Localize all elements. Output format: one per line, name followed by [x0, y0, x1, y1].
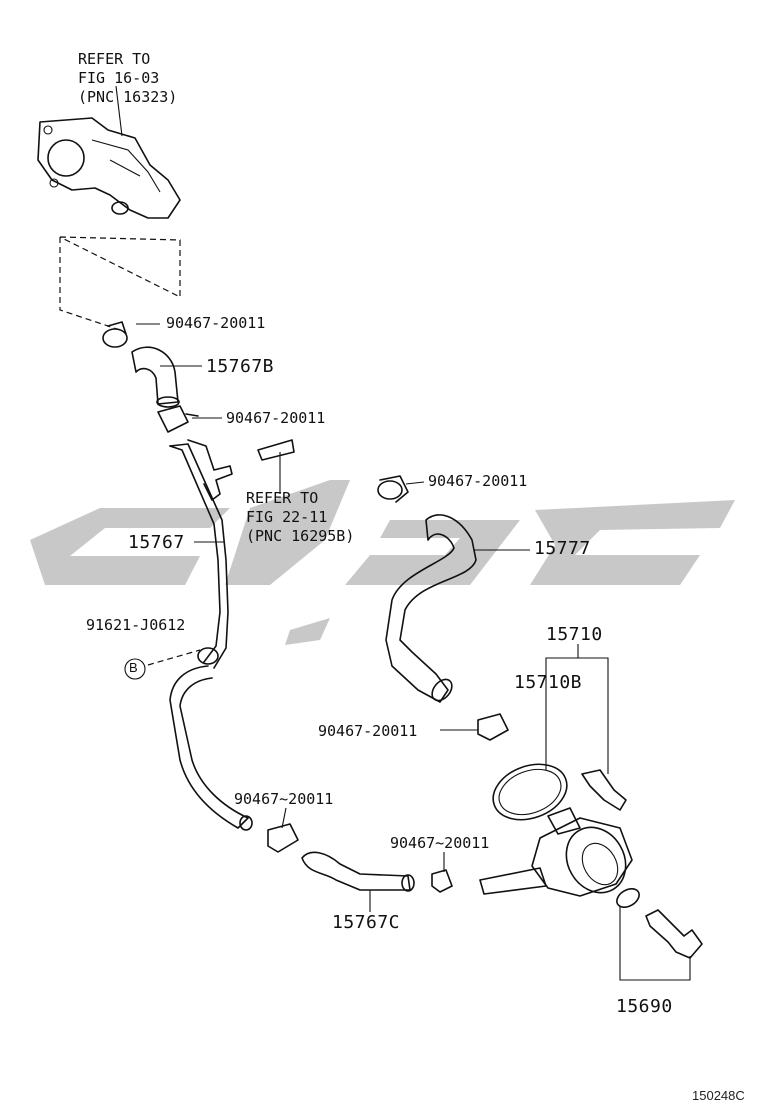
clamp-part [477, 713, 509, 741]
reference-note-2-line-1: REFER TO [246, 489, 319, 507]
part-number-15767: 15767 [128, 532, 185, 553]
part-number-15767c: 15767C [332, 912, 401, 933]
reference-note-1-line-1: REFER TO [78, 50, 151, 68]
reference-note-2-line-2: FIG 22-11 [246, 508, 328, 526]
part-number-clamp-4: 90467-20011 [318, 722, 418, 740]
thermostat-housing-part [37, 117, 181, 219]
union-bolt-part [616, 888, 703, 959]
hose-ref-part [257, 439, 295, 461]
hose-15767c-part [301, 851, 415, 892]
pipe-15767-part [169, 439, 253, 831]
part-number-91621: 91621-J0612 [86, 616, 186, 634]
part-number-clamp-6: 90467~20011 [390, 834, 490, 852]
part-number-15710b: 15710B [514, 672, 583, 693]
clamp-part [267, 823, 299, 853]
watermark-logo [30, 480, 735, 645]
oil-cooler-part [479, 763, 633, 897]
part-number-15690: 15690 [616, 996, 673, 1017]
reference-note-1-line-2: FIG 16-03 [78, 69, 160, 87]
hose-15777-part [385, 514, 477, 703]
part-number-clamp-2: 90467-20011 [226, 409, 326, 427]
figure-id: 150248C [692, 1088, 745, 1103]
part-number-clamp-1: 90467-20011 [166, 314, 266, 332]
part-number-15710: 15710 [546, 624, 603, 645]
part-number-clamp-3: 90467-20011 [428, 472, 528, 490]
reference-note-1-line-3: (PNC 16323) [78, 88, 178, 106]
part-number-15767b: 15767B [206, 356, 275, 377]
hose-15767b-part [131, 346, 180, 408]
reference-note-2-line-3: (PNC 16295B) [246, 527, 355, 545]
clamp-part [102, 321, 128, 348]
part-number-clamp-5: 90467~20011 [234, 790, 334, 808]
callout-b: B [129, 660, 138, 675]
clamp-part [377, 475, 409, 503]
clamp-part [431, 869, 453, 893]
clamp-part [157, 405, 199, 433]
part-number-15777: 15777 [534, 538, 591, 559]
